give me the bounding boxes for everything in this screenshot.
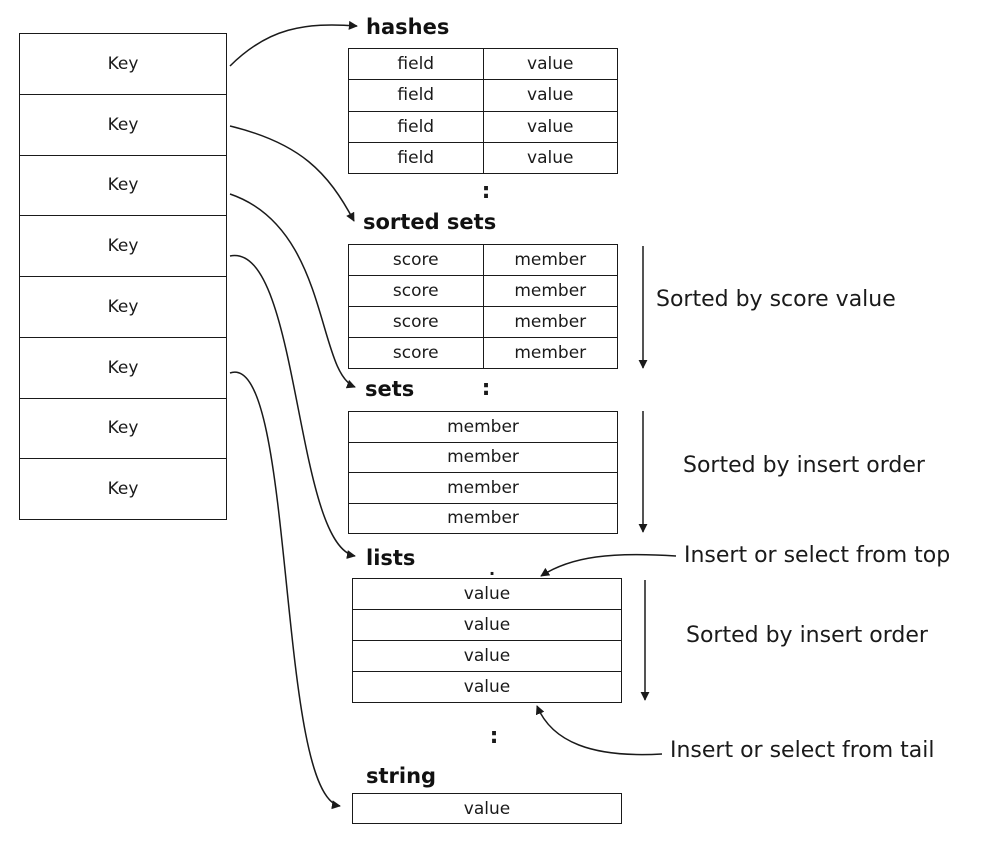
member-cell: member [447, 447, 519, 468]
score-cell: score [392, 343, 439, 363]
sorted-sets-continuation: : [481, 376, 491, 401]
member-cell: member [482, 276, 618, 306]
table-row: value [353, 579, 621, 610]
hash-value-cell: value [482, 49, 618, 80]
key-cell: Key [107, 479, 139, 500]
key-cell: Key [20, 338, 226, 399]
sets-table: member member member member [348, 411, 618, 534]
string-value-cell: value [463, 798, 511, 819]
hash-field-cell: field [397, 116, 435, 137]
hashes-table: field value field value field value fiel… [348, 48, 618, 174]
hashes-title: hashes [366, 15, 450, 39]
member-cell: member [482, 245, 618, 275]
hash-field-cell: field [397, 85, 435, 106]
sorted-by-score-note: Sorted by score value [656, 287, 896, 312]
key-cell: Key [20, 34, 226, 95]
sorted-sets-title: sorted sets [363, 210, 497, 234]
hash-value-cell: value [482, 80, 618, 111]
sorted-sets-table: score member score member score member s… [348, 244, 618, 369]
lists-table: value value value value [352, 578, 622, 703]
hashes-continuation: : [481, 179, 491, 204]
key-column: Key Key Key Key Key Key Key Key [19, 33, 227, 520]
key-cell: Key [20, 399, 226, 460]
score-cell: score [392, 281, 439, 301]
table-row: member [349, 443, 617, 473]
member-cell: member [447, 508, 519, 529]
hash-field-cell: field [397, 54, 435, 75]
table-row: score member [349, 307, 617, 338]
hash-value-cell: value [482, 142, 618, 173]
table-row: field value [349, 142, 618, 173]
list-value-cell: value [463, 646, 511, 666]
score-cell: score [392, 312, 439, 332]
lists-continuation: : [489, 724, 499, 749]
table-row: member [349, 412, 617, 443]
sets-order-note: Sorted by insert order [683, 453, 925, 478]
lists-top-note: Insert or select from top [684, 543, 951, 568]
list-value-cell: value [463, 677, 511, 697]
score-cell: score [392, 250, 439, 270]
key-cell: Key [20, 277, 226, 338]
table-row: value [353, 610, 621, 641]
list-value-cell: value [463, 615, 511, 635]
insert-top-arrow [540, 553, 677, 577]
key-cell: Key [20, 216, 226, 277]
table-row: member [349, 473, 617, 504]
sets-title: sets [365, 377, 415, 401]
member-cell: member [447, 416, 519, 437]
hash-field-cell: field [397, 147, 435, 168]
table-row: value [353, 672, 621, 702]
key-cell: Key [20, 156, 226, 217]
table-row: score member [349, 338, 617, 368]
key-to-sorted-sets-arrow [229, 125, 355, 222]
table-row: member [349, 504, 617, 534]
lists-tail-note: Insert or select from tail [670, 738, 935, 763]
member-cell: member [447, 477, 519, 498]
key-to-lists-arrow [229, 255, 356, 559]
key-to-string-arrow [229, 371, 341, 810]
lists-order-note: Sorted by insert order [686, 623, 928, 648]
table-row: field value [349, 49, 618, 81]
lists-title: lists [366, 546, 416, 570]
table-row: value [353, 641, 621, 672]
key-to-hashes-arrow [229, 20, 358, 67]
hash-value-cell: value [482, 111, 618, 142]
table-row: field value [349, 111, 618, 143]
key-to-sets-arrow [229, 193, 356, 389]
member-cell: member [482, 338, 618, 368]
string-table: value [352, 793, 622, 824]
table-row: score member [349, 245, 617, 276]
list-value-cell: value [463, 584, 511, 604]
table-row: score member [349, 276, 617, 307]
key-cell: Key [20, 95, 226, 156]
member-cell: member [482, 307, 618, 337]
string-title: string [366, 764, 437, 788]
lists-top-continuation: . [488, 560, 496, 579]
table-row: value [353, 794, 621, 823]
insert-tail-arrow [535, 705, 663, 756]
table-row: field value [349, 80, 618, 112]
